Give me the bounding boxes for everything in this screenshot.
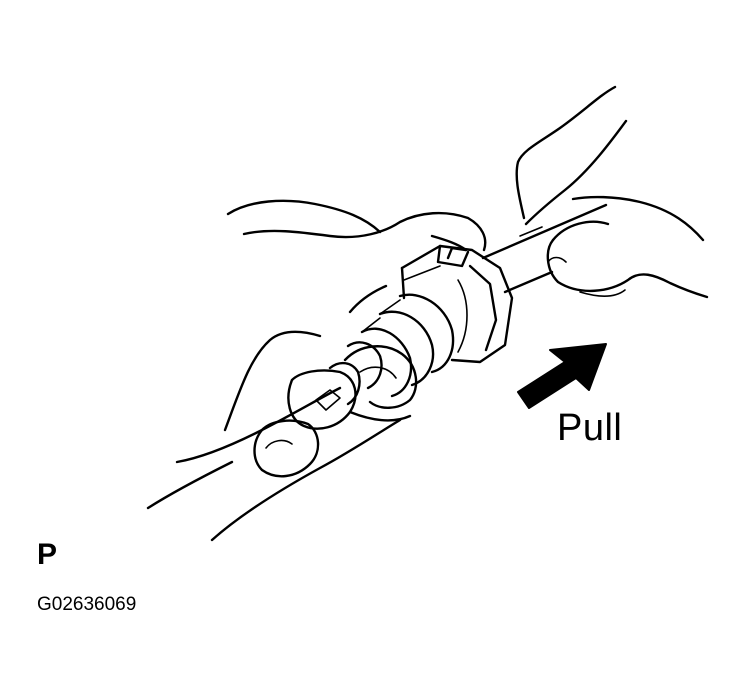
pull-direction-arrow-icon xyxy=(517,343,607,409)
right-hand xyxy=(515,85,709,299)
left-hand xyxy=(146,199,487,542)
figure-code: G02636069 xyxy=(37,594,137,615)
pull-label: Pull xyxy=(557,407,623,449)
fuel-tube xyxy=(481,203,608,294)
quick-connector xyxy=(328,244,514,406)
view-letter: P xyxy=(37,538,58,571)
